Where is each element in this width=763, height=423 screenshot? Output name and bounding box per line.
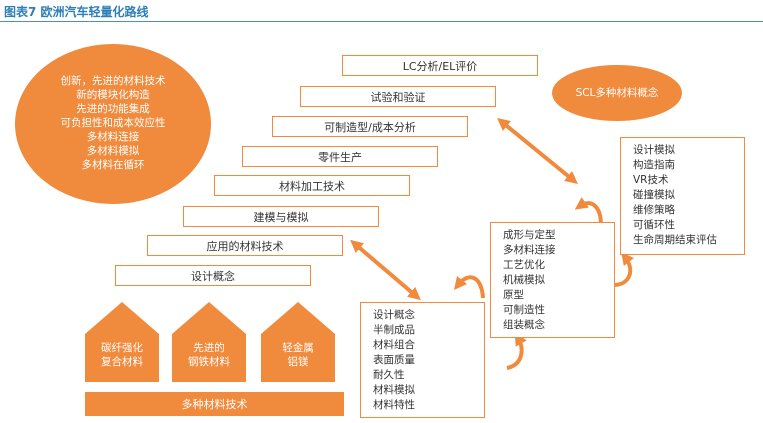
scl-oval-label: SCL多种材料概念 (575, 87, 659, 99)
innovation-oval (15, 44, 211, 204)
multi-material-tech-bar: 多种材料技术 (85, 392, 344, 416)
forming-box: 成形与定型 多材料连接 工艺优化 机械模拟 原型 可制造性 组装概念 (490, 222, 615, 338)
stair-step: 零件生产 (242, 146, 438, 167)
oval-line: 可负担性和成本效应性 (60, 117, 166, 129)
simulation-box: 设计模拟 构造指南 VR技术 碰撞模拟 维修策略 可循环性 生命周期结束评估 (620, 137, 745, 255)
list-item: VR技术 (633, 174, 669, 186)
list-item: 设计模拟 (633, 144, 675, 156)
title-rule (0, 21, 763, 22)
stair-step: 建模与模拟 (183, 206, 379, 227)
list-item: 表面质量 (373, 354, 415, 366)
pillar-house (85, 302, 159, 382)
stair-step: 试验和验证 (300, 86, 496, 107)
pillar-house (172, 302, 246, 382)
figure-title: 图表7 欧洲汽车轻量化路线 (4, 5, 149, 19)
list-item: 原型 (503, 289, 524, 301)
stair-step: 可制造型/成本分析 (272, 116, 468, 137)
stair-step: 设计概念 (115, 265, 311, 286)
list-item: 构造指南 (633, 159, 675, 171)
list-item: 组装概念 (503, 319, 545, 331)
curved-arrow (453, 275, 485, 299)
stair-step: LC分析/EL评价 (342, 55, 538, 76)
oval-line: 多材料模拟 (86, 145, 140, 157)
pillar-line: 轻金属 (282, 342, 314, 354)
pillar-line: 先进的 (193, 342, 225, 354)
list-item: 材料模拟 (373, 384, 415, 396)
oval-line: 新的模块化构造 (76, 89, 150, 101)
list-item: 耐久性 (373, 369, 405, 381)
oval-line: 创新，先进的材料技术 (60, 75, 166, 87)
double-arrow (350, 239, 421, 301)
list-item: 材料特性 (373, 399, 415, 411)
list-item: 碰撞模拟 (633, 189, 675, 201)
pillar-line: 钢铁材料 (188, 356, 230, 368)
pillar-label: 碳纤强化 复合材料 (85, 341, 159, 369)
scl-oval (552, 65, 682, 121)
list-item: 设计概念 (373, 309, 415, 321)
stair-step: 应用的材料技术 (147, 235, 343, 256)
curved-arrow (614, 251, 634, 287)
oval-line: 先进的功能集成 (76, 103, 150, 115)
list-item: 可循环性 (633, 219, 675, 231)
pillar-label: 轻金属 铝镁 (261, 341, 335, 369)
list-item: 多材料连接 (503, 244, 556, 256)
pillar-line: 碳纤强化 (101, 342, 143, 354)
list-item: 工艺优化 (503, 259, 545, 271)
list-item: 维修策略 (633, 204, 675, 216)
oval-line: 多材料在循环 (81, 159, 145, 171)
oval-line: 多材料连接 (86, 131, 140, 143)
list-item: 机械模拟 (503, 274, 545, 286)
design-concept-box: 设计概念 半制成品 材料组合 表面质量 耐久性 材料模拟 材料特性 (360, 302, 485, 418)
pillar-label: 先进的 钢铁材料 (172, 341, 246, 369)
list-item: 生命周期结束评估 (633, 234, 717, 246)
pillar-line: 铝镁 (287, 356, 309, 368)
double-arrow (497, 117, 578, 185)
list-item: 材料组合 (373, 339, 415, 351)
list-item: 可制造性 (503, 304, 545, 316)
innovation-oval-text: 创新，先进的材料技术 新的模块化构造 先进的功能集成 可负担性和成本效应性 多材… (35, 74, 191, 172)
list-item: 成形与定型 (503, 229, 556, 241)
pillar-house (261, 302, 335, 382)
pillar-line: 复合材料 (101, 356, 143, 368)
stair-step: 材料加工技术 (214, 175, 410, 196)
list-item: 半制成品 (373, 324, 415, 336)
curved-arrow (506, 332, 527, 370)
